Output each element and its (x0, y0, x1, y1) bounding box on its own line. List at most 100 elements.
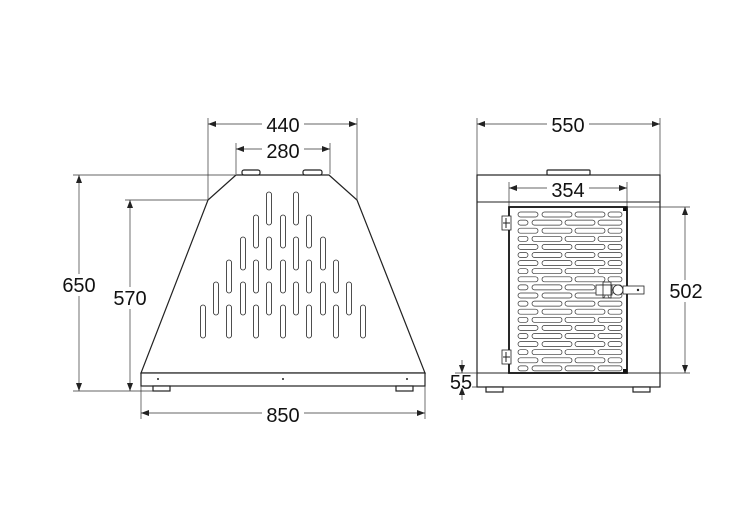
door-slot (517, 333, 529, 339)
door-slot (574, 341, 606, 347)
dim-door-height: 502 (669, 281, 702, 303)
door-slot (607, 308, 623, 315)
vent-slot (266, 191, 272, 226)
door-slot (531, 349, 563, 356)
vent-slot (320, 281, 326, 316)
door-slot (607, 341, 623, 347)
vent-slot (226, 304, 232, 339)
hinge-icon (501, 215, 512, 365)
door-slot (541, 260, 573, 266)
vent-slot (226, 259, 232, 294)
door-slot (541, 227, 573, 234)
foot-right (395, 385, 414, 392)
door-slot (574, 325, 606, 331)
door-slot (564, 300, 596, 307)
door-slot (517, 244, 539, 250)
door-slot (517, 308, 539, 315)
door-slot (564, 268, 596, 275)
vent-slot (306, 214, 312, 249)
vent-slot (280, 214, 286, 249)
side-view: 550 354 502 55 (448, 114, 707, 400)
door-slot (607, 260, 623, 266)
vent-slot (293, 236, 299, 271)
door-slot (564, 219, 596, 226)
door-slot (517, 316, 529, 323)
door-slot (597, 268, 623, 275)
foot-left (152, 385, 171, 392)
dim-base-height: 55 (450, 372, 472, 394)
door-slot (531, 268, 563, 275)
door-slot (517, 227, 539, 234)
vent-slot (253, 214, 259, 249)
door-slot (541, 276, 573, 283)
door-slot (517, 268, 529, 275)
door-slot (517, 357, 539, 364)
vent-slot (333, 259, 339, 294)
vent-slot (266, 236, 272, 271)
door-slot (597, 365, 623, 372)
door-slot (517, 300, 529, 307)
side-foot-left (485, 386, 504, 393)
vent-slot (280, 259, 286, 294)
vent-slot (293, 191, 299, 226)
door-slot (541, 357, 573, 364)
door-slot (531, 235, 563, 242)
vent-slot (266, 281, 272, 316)
door-slot (531, 252, 563, 258)
door-slot (541, 325, 573, 331)
door-slot (597, 333, 623, 339)
door-slot (564, 284, 596, 291)
door-slot (531, 284, 563, 291)
door-slot (517, 349, 529, 356)
door-slot (574, 244, 606, 250)
door-slot (517, 219, 529, 226)
vent-slot (293, 281, 299, 316)
door-slot (607, 325, 623, 331)
door-slot (531, 219, 563, 226)
vent-slot (280, 304, 286, 339)
door-slot (541, 341, 573, 347)
door-slot (597, 235, 623, 242)
vent-slot (240, 281, 246, 316)
door-slot (564, 333, 596, 339)
side-foot-right (632, 386, 651, 393)
door-slot (541, 292, 573, 299)
dim-top-width: 440 (266, 115, 299, 137)
door-slot (607, 244, 623, 250)
door-slot (607, 211, 623, 218)
door-slot (574, 276, 606, 283)
front-view: 440 280 650 570 850 (58, 114, 426, 427)
door-slot (607, 227, 623, 234)
vent-slot (360, 304, 366, 339)
vent-slot (346, 281, 352, 316)
vent-slot (253, 259, 259, 294)
door-slot (517, 325, 539, 331)
door-slot (597, 349, 623, 356)
door-vent-slots (517, 211, 623, 372)
door-slot (517, 284, 529, 291)
dim-base-width: 850 (266, 405, 299, 427)
dim-total-height: 650 (62, 275, 95, 297)
door-slot (541, 308, 573, 315)
vent-slot (306, 304, 312, 339)
vent-slot (213, 281, 219, 316)
vent-slot (200, 304, 206, 339)
door-slot (517, 260, 539, 266)
door-slot (517, 365, 529, 372)
door-slot (564, 252, 596, 258)
door-slot (517, 211, 539, 218)
door-slot (564, 365, 596, 372)
door-slot (597, 219, 623, 226)
latch-icon[interactable] (595, 281, 645, 299)
door-slot (597, 316, 623, 323)
door-slot (574, 227, 606, 234)
vent-slot (306, 259, 312, 294)
door-slot (517, 341, 539, 347)
door-slot (517, 292, 539, 299)
door-slot (517, 235, 529, 242)
door-slot (564, 235, 596, 242)
door-slot (541, 211, 573, 218)
vent-slot (240, 236, 246, 271)
dim-door-width: 354 (551, 180, 584, 202)
